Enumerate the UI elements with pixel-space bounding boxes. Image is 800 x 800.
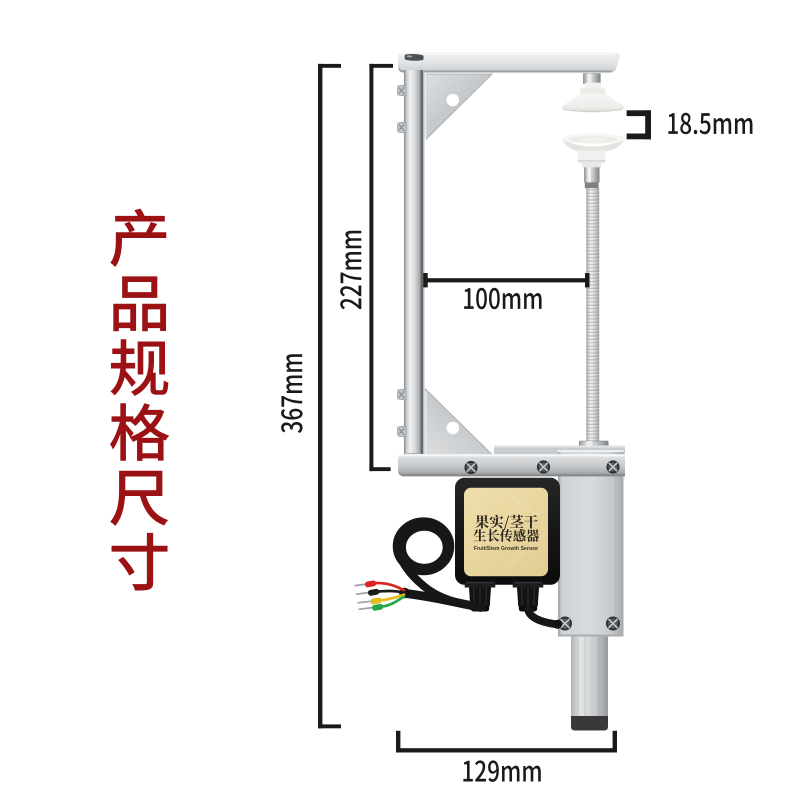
svg-text:Fruit/Stem Growth Sensor: Fruit/Stem Growth Sensor xyxy=(474,546,538,552)
